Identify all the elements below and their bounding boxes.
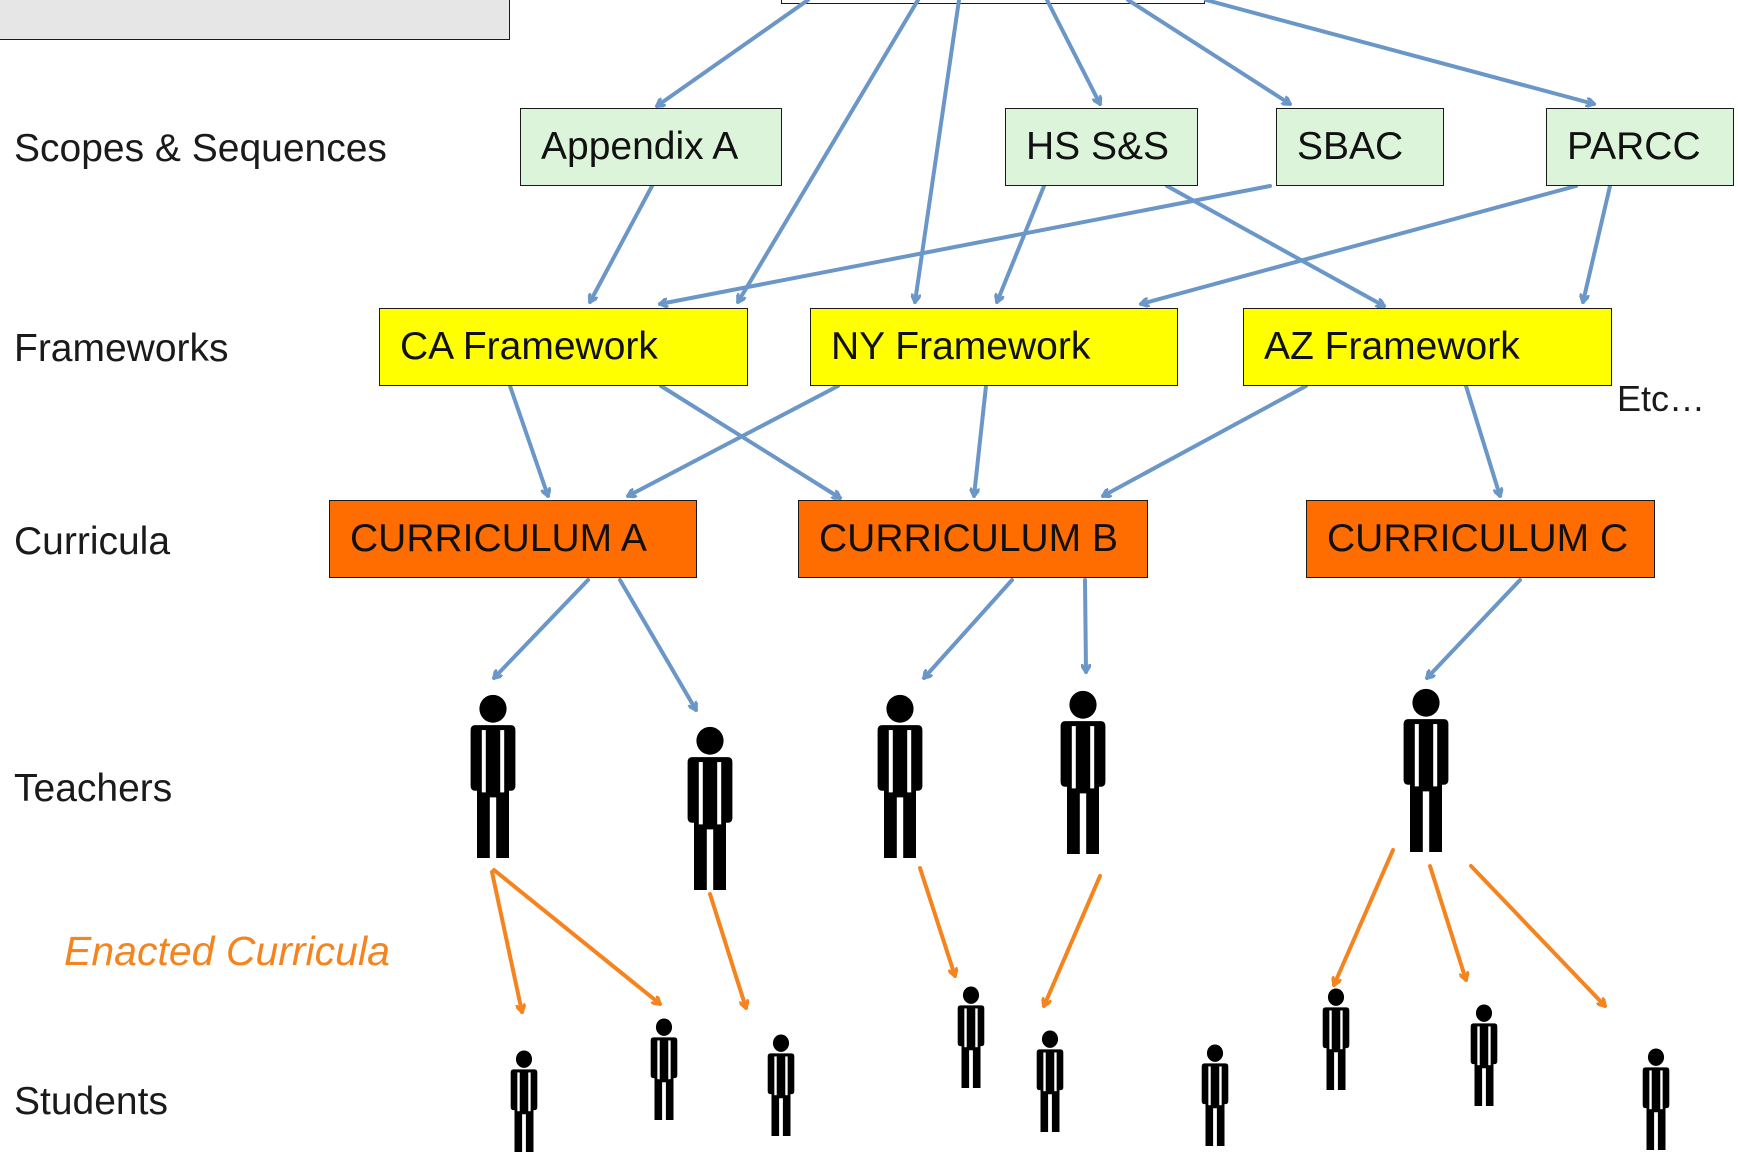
curriculum-box-c: CURRICULUM C	[1306, 500, 1655, 578]
teacher-person-icon	[461, 694, 525, 863]
orange-arrow	[708, 892, 746, 1010]
curriculum-label: CURRICULUM A	[350, 517, 647, 560]
level-label-curricula: Curricula	[14, 520, 171, 563]
student-person-icon	[1637, 1048, 1675, 1155]
blue-arrow	[1464, 384, 1500, 498]
framework-label: AZ Framework	[1264, 325, 1520, 368]
level-label-enacted-curricula: Enacted Curricula	[64, 928, 390, 974]
student-person-icon	[952, 986, 990, 1093]
teacher-person-icon	[678, 726, 742, 895]
teacher-person-icon	[1394, 688, 1458, 857]
orange-arrow	[490, 870, 522, 1014]
etc-label: Etc…	[1617, 378, 1706, 419]
student-person-icon	[645, 1018, 683, 1125]
blue-arrow	[1045, 0, 1100, 106]
blue-arrow	[1425, 578, 1522, 680]
blue-arrow	[1085, 578, 1086, 674]
scope-box-parcc: PARCC	[1546, 108, 1734, 186]
blue-arrow	[1204, 0, 1596, 104]
blue-arrow	[492, 578, 590, 680]
blue-arrow	[1583, 184, 1612, 304]
orange-arrow	[918, 866, 955, 978]
student-person-icon	[762, 1034, 800, 1141]
scope-label: PARCC	[1567, 125, 1701, 168]
framework-label: NY Framework	[831, 325, 1091, 368]
student-person-icon	[1031, 1030, 1069, 1137]
level-label-frameworks: Frameworks	[14, 327, 229, 370]
student-person-icon	[1196, 1044, 1234, 1151]
orange-arrow	[492, 868, 662, 1006]
framework-box-ny: NY Framework	[810, 308, 1178, 386]
curriculum-label: CURRICULUM C	[1327, 517, 1629, 560]
orange-arrows	[490, 848, 1607, 1014]
blue-arrow	[1139, 184, 1578, 304]
scope-label: SBAC	[1297, 125, 1404, 168]
cropped-top-box	[781, 0, 1205, 4]
teacher-person-icon	[868, 694, 932, 863]
blue-arrow	[626, 384, 840, 496]
orange-arrow	[1428, 864, 1466, 982]
blue-arrow	[1101, 384, 1308, 496]
blue-arrow	[1126, 0, 1292, 106]
scope-label: HS S&S	[1026, 125, 1170, 168]
level-label-scopes: Scopes & Sequences	[14, 127, 387, 170]
blue-arrow	[658, 184, 1272, 304]
blue-arrow	[974, 384, 988, 498]
scope-box-hs-ss: HS S&S	[1005, 108, 1198, 186]
blue-arrow	[1165, 184, 1386, 306]
orange-arrow	[1044, 874, 1102, 1008]
teacher-person-icon	[1051, 690, 1115, 859]
curriculum-box-b: CURRICULUM B	[798, 500, 1148, 578]
blue-arrow	[997, 184, 1046, 304]
level-label-students: Students	[14, 1080, 168, 1123]
blue-arrow	[922, 578, 1014, 680]
curriculum-label: CURRICULUM B	[819, 517, 1119, 560]
level-label-teachers: Teachers	[14, 767, 173, 810]
scope-box-sbac: SBAC	[1276, 108, 1444, 186]
blue-arrow	[915, 0, 961, 304]
scope-label: Appendix A	[541, 125, 739, 168]
student-person-icon	[505, 1050, 543, 1157]
framework-box-ca: CA Framework	[379, 308, 748, 386]
blue-arrow	[655, 0, 810, 108]
scope-box-appendix-a: Appendix A	[520, 108, 782, 186]
student-person-icon	[1317, 988, 1355, 1095]
blue-arrow	[508, 384, 548, 498]
framework-box-az: AZ Framework	[1243, 308, 1612, 386]
orange-arrow	[1469, 864, 1607, 1008]
curriculum-box-a: CURRICULUM A	[329, 500, 697, 578]
blue-arrow	[590, 184, 654, 304]
blue-arrows	[492, 0, 1612, 712]
blue-arrow	[736, 0, 920, 304]
framework-label: CA Framework	[400, 325, 658, 368]
cropped-grey-box	[0, 0, 510, 40]
blue-arrow	[618, 578, 696, 712]
student-person-icon	[1465, 1004, 1503, 1111]
orange-arrow	[1334, 848, 1395, 987]
blue-arrow	[659, 384, 842, 500]
